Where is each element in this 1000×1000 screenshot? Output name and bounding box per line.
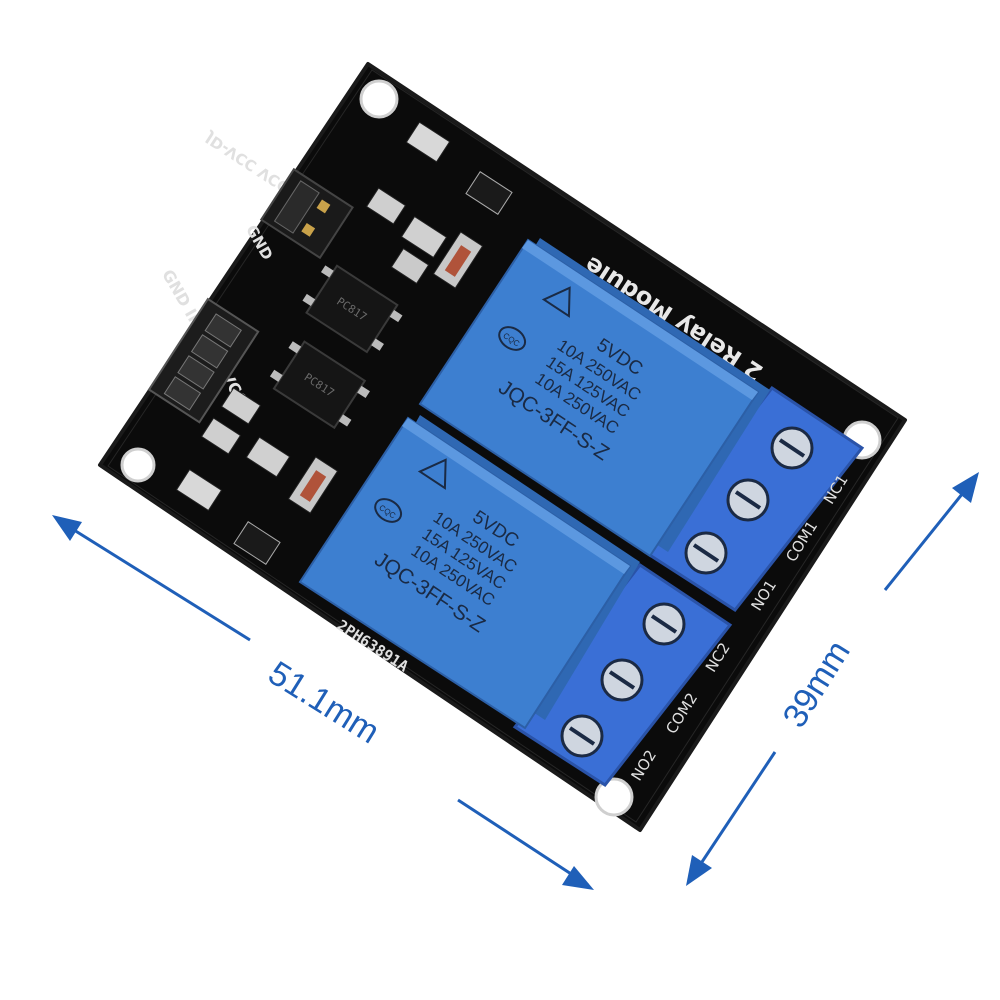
- smd-resistor: [390, 247, 430, 285]
- optocoupler-2: PC817: [269, 340, 370, 430]
- width-arrowhead-right: [562, 866, 594, 890]
- optocoupler-1: PC817: [302, 264, 403, 354]
- smd-components: [175, 121, 513, 565]
- smd-resistor: [200, 417, 242, 455]
- warning-triangle-icon: [541, 286, 571, 318]
- opto-leg: [288, 341, 302, 354]
- opto-leg: [269, 369, 283, 382]
- smd-led: [400, 215, 448, 259]
- cqc-logo-icon: [498, 326, 527, 351]
- header-pin: [177, 355, 215, 390]
- height-arrowhead-bottom: [686, 855, 712, 886]
- relay-highlight: [402, 418, 630, 574]
- height-arrow-top-line: [883, 477, 977, 591]
- input-pin-header[interactable]: [147, 297, 260, 424]
- mounting-hole-top: [359, 79, 399, 119]
- height-arrowhead-top: [952, 472, 979, 503]
- opto-leg: [302, 293, 316, 307]
- opto-leg: [320, 265, 334, 278]
- pcb-board: 2 Relay Module JD-VCC VCC GND GND GND IN…: [98, 62, 907, 832]
- header-pin: [204, 313, 242, 348]
- jumper-cap: [273, 180, 320, 234]
- jumper-pin: [301, 222, 316, 237]
- screw-slot: [650, 614, 678, 634]
- opto-leg: [338, 414, 352, 427]
- opto-leg: [389, 310, 403, 323]
- mounting-hole-left: [120, 447, 156, 483]
- diode-body: [444, 245, 472, 277]
- height-label: 39mm: [776, 634, 858, 734]
- smd-transistor: [465, 171, 513, 215]
- opto-body: [305, 264, 399, 354]
- width-arrow-left-line: [57, 518, 251, 642]
- mounting-hole-bottom: [594, 777, 634, 817]
- screw-slot: [608, 670, 636, 690]
- screw-slot: [692, 543, 720, 563]
- terminal-block-1[interactable]: [642, 385, 865, 613]
- smd-resistor: [245, 436, 291, 478]
- width-label: 51.1mm: [262, 654, 386, 751]
- opto-leg: [371, 338, 384, 351]
- warning-triangle-icon: [417, 458, 447, 490]
- relay-2: 5VDC 10A 250VAC 15A 125VAC 10A 250VAC JQ…: [298, 415, 640, 730]
- screw-slot: [778, 438, 806, 458]
- jumper-pin: [316, 199, 331, 214]
- relay-1: 5VDC 10A 250VAC 15A 125VAC 10A 250VAC JQ…: [418, 238, 770, 558]
- screw-slot: [568, 726, 596, 746]
- diode-body: [299, 470, 327, 502]
- terminal-block-2[interactable]: [512, 562, 733, 788]
- smd-led: [175, 468, 223, 512]
- opto-body: [272, 340, 367, 430]
- smd-resistor: [365, 187, 407, 225]
- jumper-base: [259, 167, 354, 260]
- width-arrow-right-line: [457, 798, 589, 887]
- header-pin: [163, 376, 202, 411]
- screw-slot: [734, 490, 762, 510]
- smd-transistor: [233, 521, 281, 565]
- width-arrowhead-left: [52, 515, 82, 541]
- height-arrow-bottom-line: [688, 751, 777, 881]
- jumper-header[interactable]: [259, 167, 354, 260]
- opto-leg: [357, 385, 370, 399]
- smd-resistor: [220, 387, 262, 425]
- smd-resistor: [405, 121, 451, 163]
- header-pin: [190, 334, 229, 369]
- cqc-logo-icon: [374, 498, 403, 523]
- relay-highlight: [522, 240, 758, 400]
